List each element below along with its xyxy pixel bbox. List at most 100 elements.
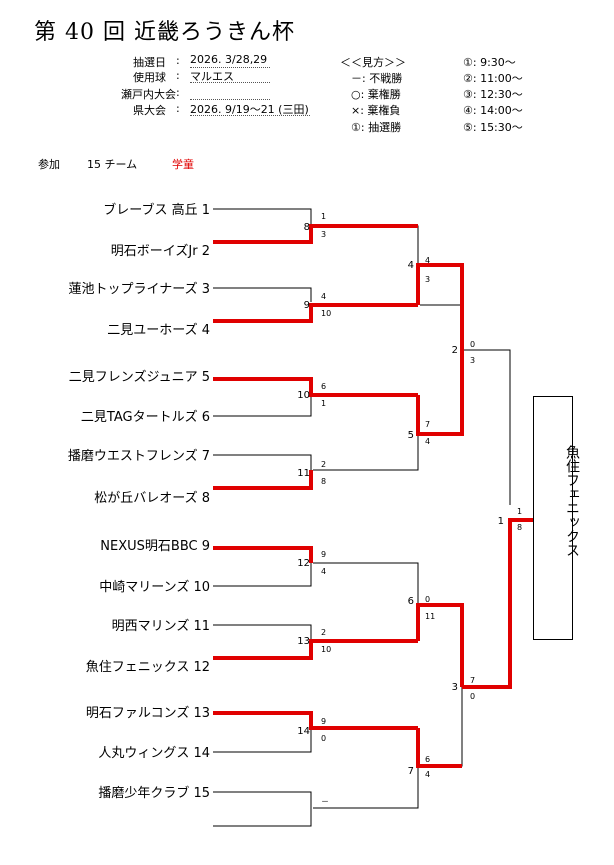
score: 7 xyxy=(425,420,431,429)
bracket-line xyxy=(313,434,419,471)
team-9: NEXUS明石BBC 9 xyxy=(100,539,210,554)
bracket-line xyxy=(313,562,419,605)
bracket-line xyxy=(213,624,312,641)
score: 3 xyxy=(321,230,327,239)
bracket-line xyxy=(213,808,312,827)
bracket-line xyxy=(464,349,511,505)
match-number: 7 xyxy=(407,766,414,777)
score: 4 xyxy=(425,770,431,779)
time-slot: ②: 11:00～ xyxy=(463,72,523,85)
bracket-line xyxy=(213,563,312,587)
score: 1 xyxy=(321,212,327,221)
team-4: 二見ユーホーズ 4 xyxy=(107,323,210,338)
team-14: 人丸ウィングス 14 xyxy=(98,746,210,761)
bracket-line xyxy=(213,208,312,226)
legend-item: ①: 抽選勝 xyxy=(351,121,402,134)
winner-line xyxy=(213,377,418,397)
winner-line xyxy=(213,470,313,490)
score: 2 xyxy=(321,628,327,637)
match-number: 2 xyxy=(451,345,458,356)
winner-line xyxy=(462,518,533,689)
winner-line xyxy=(213,639,418,660)
score: 0 xyxy=(321,734,327,743)
match-number: 14 xyxy=(297,726,310,737)
bracket-line xyxy=(313,766,419,809)
score: 1 xyxy=(517,507,523,516)
score: 2 xyxy=(321,460,327,469)
score: 6 xyxy=(321,382,327,391)
info-value-ball: マルエス xyxy=(190,68,270,83)
score: 4 xyxy=(321,567,327,576)
team-5: 二見フレンズジュニア 5 xyxy=(68,370,210,385)
score: 8 xyxy=(517,523,523,532)
bracket-line xyxy=(213,728,312,753)
score: 11 xyxy=(425,612,436,621)
team-1: ブレーブス 高丘 1 xyxy=(103,203,210,218)
score: 0 xyxy=(470,692,476,701)
winner-line xyxy=(213,546,313,563)
colon: : xyxy=(176,69,180,82)
bracket-line xyxy=(213,791,312,808)
match-number: 12 xyxy=(297,558,310,569)
participants-count: 15 チーム xyxy=(87,158,138,171)
legend-item: ×: 棄権負 xyxy=(351,104,401,117)
colon: : xyxy=(176,102,180,115)
team-6: 二見TAGタートルズ 6 xyxy=(80,410,210,425)
colon: : xyxy=(176,54,180,67)
info-value-setouchi xyxy=(190,85,270,100)
time-slot: ③: 12:30～ xyxy=(463,88,523,101)
info-label-ball: 使用球 xyxy=(133,71,166,84)
match-number: 1 xyxy=(497,516,504,527)
score: 8 xyxy=(321,477,327,486)
team-15: 播磨少年クラブ 15 xyxy=(98,786,210,801)
info-label-prefecture: 県大会 xyxy=(133,104,166,117)
score: 6 xyxy=(425,755,431,764)
team-12: 魚住フェニックス 12 xyxy=(85,660,210,675)
team-13: 明石ファルコンズ 13 xyxy=(85,706,210,721)
score: 10 xyxy=(321,645,332,654)
match-number: 13 xyxy=(297,636,310,647)
bracket-line xyxy=(420,304,463,350)
team-2: 明石ボーイズJr 2 xyxy=(110,244,210,259)
match-number: 6 xyxy=(407,596,414,607)
team-8: 松が丘バレオーズ 8 xyxy=(94,491,210,506)
match-number: 10 xyxy=(297,390,310,401)
tournament-title: 第 40 回 近畿ろうきん杯 xyxy=(34,20,295,45)
match-number: 9 xyxy=(303,300,310,311)
winner-line xyxy=(213,303,418,323)
score: 7 xyxy=(470,676,476,685)
winner-line xyxy=(416,263,464,350)
score: 3 xyxy=(425,275,431,284)
participants-label: 参加 xyxy=(38,158,60,171)
score: 9 xyxy=(321,550,327,559)
colon: : xyxy=(176,86,180,99)
legend-title: ＜＜見方＞＞ xyxy=(340,56,406,69)
winner-line xyxy=(416,728,462,768)
score: 3 xyxy=(470,356,476,365)
winner-line xyxy=(416,603,464,687)
winner-line xyxy=(416,350,464,436)
score: － xyxy=(321,797,329,806)
match-number: 11 xyxy=(297,468,310,479)
match-number: 5 xyxy=(407,430,414,441)
time-slot: ④: 14:00～ xyxy=(463,104,523,117)
bracket-line xyxy=(213,454,312,470)
category-label: 学童 xyxy=(172,158,194,171)
legend-item: －: 不戦勝 xyxy=(351,72,403,85)
score: 10 xyxy=(321,309,332,318)
team-11: 明西マリンズ 11 xyxy=(111,619,210,634)
champion-name: 魚住フェニックス xyxy=(564,445,580,557)
winner-line xyxy=(213,224,418,244)
champion-box: 魚住フェニックス xyxy=(533,396,580,640)
info-label-setouchi: 瀬戸内大会 xyxy=(121,88,176,101)
match-number: 8 xyxy=(303,222,310,233)
score: 4 xyxy=(321,292,327,301)
score: 0 xyxy=(425,595,431,604)
team-10: 中崎マリーンズ 10 xyxy=(99,580,210,595)
score: 0 xyxy=(470,340,476,349)
winner-line xyxy=(213,711,418,730)
score: 1 xyxy=(321,399,327,408)
match-number: 4 xyxy=(407,260,414,271)
bracket-line xyxy=(213,395,312,417)
